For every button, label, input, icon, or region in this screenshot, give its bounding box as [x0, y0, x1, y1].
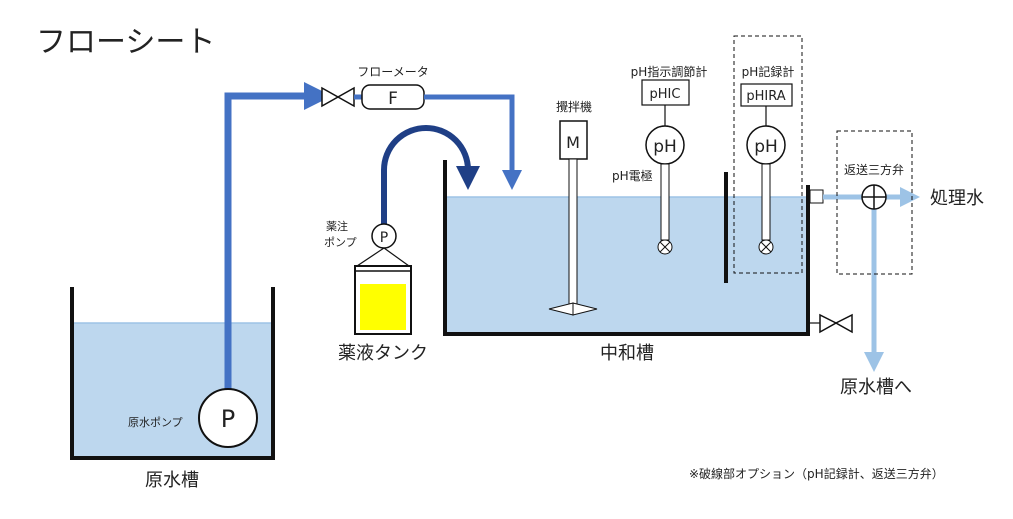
drain-valve-icon	[819, 313, 853, 334]
ph-electrode-label: pH電極	[612, 168, 653, 183]
ph-electrode-1-tip-icon	[657, 239, 673, 255]
ph-recorder-box-text: pHIRA	[746, 89, 785, 104]
raw-tank-wall	[70, 287, 275, 460]
three-way-valve-label: 返送三方弁	[844, 162, 904, 177]
inlet-valve-icon	[321, 86, 355, 108]
chem-pump-label-line2: ポンプ	[324, 236, 357, 249]
flow-meter-label: フローメータ	[357, 65, 429, 79]
raw-water-tank	[70, 287, 275, 460]
neutral-tank-label: 中和槽	[600, 343, 654, 364]
chemical-tank	[354, 265, 412, 335]
raw-pump-symbol: P	[221, 405, 235, 433]
outlet-nozzle	[809, 189, 824, 204]
inflow-pipe	[424, 94, 522, 190]
ph-electrode-2-tip-icon	[758, 239, 774, 255]
neutral-tank-wall	[443, 160, 810, 336]
option-box-three-way-valve	[836, 130, 913, 275]
chem-pump-symbol: P	[380, 230, 388, 246]
raw-pump-label: 原水ポンプ	[128, 416, 183, 429]
raw-water-pipe	[224, 82, 332, 392]
ph-controller-box-text: pHIC	[650, 87, 681, 102]
chemical-liquid	[360, 284, 406, 330]
neutral-tank-water	[445, 197, 808, 332]
ph-electrode-2-rod	[761, 163, 771, 241]
to-raw-tank-label: 原水槽へ	[840, 377, 912, 398]
raw-tank-label: 原水槽	[145, 470, 199, 491]
stirrer-blade-icon	[548, 302, 598, 316]
chemical-dosing-pipe	[381, 125, 480, 224]
stirrer-motor-symbol: M	[566, 133, 580, 152]
ph-controller-label: pH指示調節計	[631, 64, 708, 79]
option-box-ph-recorder	[733, 35, 803, 274]
chem-pump-icon	[371, 223, 397, 249]
flow-meter-symbol: F	[388, 89, 398, 109]
ph-electrode-1-rod	[660, 163, 670, 241]
chem-pump-support-right	[383, 247, 410, 267]
ph-recorder-label: pH記録計	[742, 64, 795, 79]
ph-sensor-1-symbol: pH	[653, 137, 677, 157]
chem-pump-label-line1: 薬注	[326, 219, 348, 233]
stirrer-shaft	[568, 158, 578, 307]
ph-sensor-2-symbol: pH	[754, 137, 778, 157]
three-way-valve-icon	[861, 184, 887, 210]
treated-water-label: 処理水	[930, 188, 984, 209]
page-title: フローシート	[36, 25, 215, 60]
chemical-tank-label: 薬液タンク	[338, 343, 428, 364]
stirrer-label: 攪拌機	[556, 99, 592, 114]
option-note: ※破線部オプション（pH記録計、返送三方弁）	[689, 466, 944, 481]
raw-pump-icon	[198, 388, 258, 448]
neutralization-tank	[443, 160, 810, 336]
chem-pump-support-left	[356, 247, 385, 267]
